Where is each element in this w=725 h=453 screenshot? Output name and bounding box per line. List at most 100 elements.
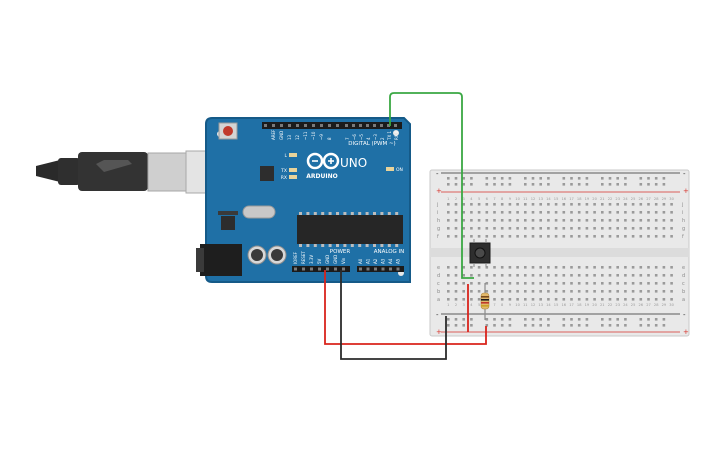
rail-hole[interactable] xyxy=(447,318,450,321)
terminal-hole[interactable] xyxy=(662,235,666,238)
terminal-hole[interactable] xyxy=(631,235,635,238)
terminal-hole[interactable] xyxy=(577,227,581,230)
terminal-hole[interactable] xyxy=(524,290,527,293)
terminal-hole[interactable] xyxy=(570,290,573,293)
terminal-hole[interactable] xyxy=(601,227,604,230)
terminal-hole[interactable] xyxy=(500,282,504,285)
black-wire-gnd[interactable] xyxy=(340,270,447,360)
green-wire-pin2[interactable] xyxy=(389,92,474,279)
terminal-hole[interactable] xyxy=(631,219,635,222)
terminal-hole[interactable] xyxy=(577,298,581,301)
terminal-hole[interactable] xyxy=(493,219,496,222)
rail-hole[interactable] xyxy=(547,324,550,327)
rail-hole[interactable] xyxy=(547,318,550,321)
terminal-hole[interactable] xyxy=(547,219,550,222)
terminal-hole[interactable] xyxy=(477,282,481,285)
terminal-hole[interactable] xyxy=(562,290,566,293)
terminal-hole[interactable] xyxy=(608,219,612,222)
terminal-hole[interactable] xyxy=(508,298,512,301)
terminal-hole[interactable] xyxy=(485,282,489,285)
terminal-hole[interactable] xyxy=(577,282,581,285)
terminal-hole[interactable] xyxy=(631,211,635,214)
terminal-hole[interactable] xyxy=(631,290,635,293)
rail-hole[interactable] xyxy=(485,318,489,321)
terminal-hole[interactable] xyxy=(454,235,458,238)
terminal-hole[interactable] xyxy=(547,211,550,214)
terminal-hole[interactable] xyxy=(493,298,496,301)
terminal-hole[interactable] xyxy=(585,235,589,238)
terminal-hole[interactable] xyxy=(601,211,604,214)
terminal-hole[interactable] xyxy=(654,211,658,214)
terminal-hole[interactable] xyxy=(639,266,643,269)
rail-hole[interactable] xyxy=(470,183,473,186)
terminal-hole[interactable] xyxy=(447,203,450,206)
terminal-hole[interactable] xyxy=(593,203,596,206)
terminal-hole[interactable] xyxy=(524,298,527,301)
rail-hole[interactable] xyxy=(470,324,473,327)
terminal-hole[interactable] xyxy=(670,219,673,222)
terminal-hole[interactable] xyxy=(524,219,527,222)
terminal-hole[interactable] xyxy=(608,266,612,269)
analog-pin[interactable] xyxy=(381,267,385,271)
terminal-hole[interactable] xyxy=(624,219,627,222)
terminal-hole[interactable] xyxy=(493,211,496,214)
terminal-hole[interactable] xyxy=(593,235,596,238)
rail-hole[interactable] xyxy=(447,324,450,327)
terminal-hole[interactable] xyxy=(454,203,458,206)
digital-pin[interactable] xyxy=(328,124,331,127)
terminal-hole[interactable] xyxy=(654,235,658,238)
digital-pin[interactable] xyxy=(296,124,299,127)
terminal-hole[interactable] xyxy=(662,211,666,214)
terminal-hole[interactable] xyxy=(562,298,566,301)
terminal-hole[interactable] xyxy=(485,203,489,206)
terminal-hole[interactable] xyxy=(508,227,512,230)
terminal-hole[interactable] xyxy=(524,211,527,214)
rail-hole[interactable] xyxy=(654,183,658,186)
terminal-hole[interactable] xyxy=(454,282,458,285)
terminal-hole[interactable] xyxy=(662,282,666,285)
terminal-hole[interactable] xyxy=(562,266,566,269)
terminal-hole[interactable] xyxy=(447,282,450,285)
terminal-hole[interactable] xyxy=(670,203,673,206)
terminal-hole[interactable] xyxy=(562,203,566,206)
rail-hole[interactable] xyxy=(462,177,465,180)
terminal-hole[interactable] xyxy=(647,227,650,230)
terminal-hole[interactable] xyxy=(500,290,504,293)
rail-hole[interactable] xyxy=(454,324,458,327)
terminal-hole[interactable] xyxy=(462,219,465,222)
rail-hole[interactable] xyxy=(616,318,619,321)
rail-hole[interactable] xyxy=(462,183,465,186)
terminal-hole[interactable] xyxy=(454,266,458,269)
rail-hole[interactable] xyxy=(616,183,619,186)
digital-pin[interactable] xyxy=(373,124,376,127)
rail-hole[interactable] xyxy=(647,324,650,327)
rail-hole[interactable] xyxy=(485,324,489,327)
rail-hole[interactable] xyxy=(539,177,542,180)
terminal-hole[interactable] xyxy=(577,266,581,269)
terminal-hole[interactable] xyxy=(670,298,673,301)
terminal-hole[interactable] xyxy=(524,274,527,277)
rail-hole[interactable] xyxy=(562,177,566,180)
rail-hole[interactable] xyxy=(493,318,496,321)
terminal-hole[interactable] xyxy=(554,211,558,214)
rail-hole[interactable] xyxy=(500,177,504,180)
terminal-hole[interactable] xyxy=(608,227,612,230)
terminal-hole[interactable] xyxy=(531,282,535,285)
terminal-hole[interactable] xyxy=(670,274,673,277)
rail-hole[interactable] xyxy=(585,183,589,186)
terminal-hole[interactable] xyxy=(485,290,489,293)
rail-hole[interactable] xyxy=(647,177,650,180)
terminal-hole[interactable] xyxy=(577,235,581,238)
terminal-hole[interactable] xyxy=(639,235,643,238)
terminal-hole[interactable] xyxy=(462,211,465,214)
terminal-hole[interactable] xyxy=(493,203,496,206)
terminal-hole[interactable] xyxy=(485,227,489,230)
rail-hole[interactable] xyxy=(470,318,473,321)
terminal-hole[interactable] xyxy=(531,266,535,269)
terminal-hole[interactable] xyxy=(631,274,635,277)
reset-button[interactable] xyxy=(218,122,238,140)
rail-hole[interactable] xyxy=(493,183,496,186)
terminal-hole[interactable] xyxy=(531,290,535,293)
terminal-hole[interactable] xyxy=(647,274,650,277)
terminal-hole[interactable] xyxy=(654,298,658,301)
